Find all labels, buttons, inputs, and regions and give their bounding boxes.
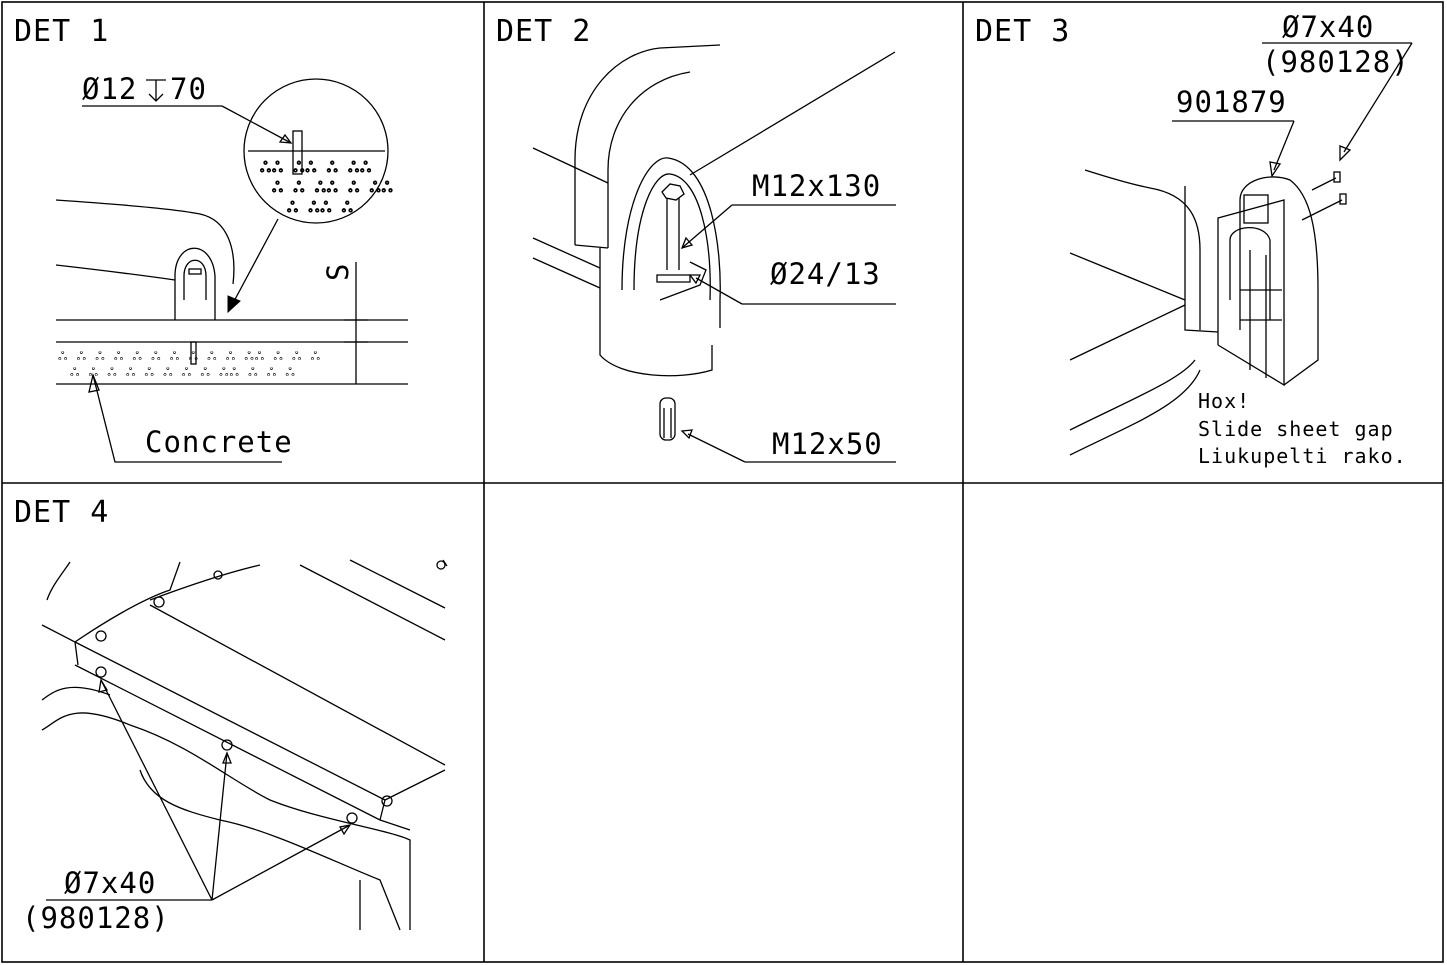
gap-note: Hox! Slide sheet gap Liukupelti rako. xyxy=(1198,389,1407,468)
screw-callout: Ø7x40 (980128) xyxy=(1262,10,1413,162)
slide-sheet xyxy=(41,559,448,931)
panel-title: DET 4 xyxy=(14,495,109,530)
concrete-magnifier: ஃஃ ஃஃ ஃ ஃஃ ஃ ஃ ஃஃ ஃ ஃஃ ஃ ஃஃ ஃ xyxy=(227,78,394,314)
screw-callout: Ø7x40 (980128) xyxy=(22,678,352,935)
svg-text:ஃ ஃ ஃஃ ஃ ஃஃ: ஃ ஃ ஃஃ ஃ ஃஃ xyxy=(272,180,394,196)
svg-text:ஃஃ ஃஃ ஃ ஃஃ: ஃஃ ஃஃ ஃ ஃஃ xyxy=(260,160,372,176)
bolt-label: M12x130 xyxy=(752,169,881,203)
note-liukupelti-rako: Liukupelti rako. xyxy=(1198,444,1407,468)
housing-part xyxy=(532,44,896,377)
bolt xyxy=(656,183,707,301)
part-number-label: 901879 xyxy=(1176,85,1287,119)
svg-text:ஃ ஃ ஃ ஃ ஃ ஃ ஃ ஃ ஃஃ ஃ ஃ: ஃ ஃ ஃ ஃ ஃ ஃ ஃ ஃ ஃஃ ஃ ஃ ஃ xyxy=(70,365,296,379)
drill-depth-label: 70 xyxy=(170,72,207,106)
slide-profile xyxy=(1069,169,1219,456)
note-hox: Hox! xyxy=(1198,389,1250,413)
drill-diameter-label: Ø12 xyxy=(82,72,137,106)
part-profile: ஃ ஃ ஃ ஃ ஃ ஃ ஃ ஃ ஃ ஃ ஃஃ ஃ ஃ ஃ ஃ ஃ ஃ ஃ ஃ ஃ… xyxy=(55,199,408,385)
panel-det2: DET 2 M12x130 xyxy=(496,14,896,463)
screw-code-label: (980128) xyxy=(22,901,170,935)
depth-icon xyxy=(146,79,166,102)
panel-det3: DET 3 Ø7x40 (980128) 901879 xyxy=(975,10,1413,468)
concrete-callout: Concrete xyxy=(88,372,293,463)
screw-label: Ø7x40 xyxy=(1282,10,1374,44)
panel-title: DET 2 xyxy=(496,14,591,49)
part-number-callout: 901879 xyxy=(1172,85,1295,178)
note-slide-sheet-gap: Slide sheet gap xyxy=(1198,417,1394,441)
svg-text:ஃ ஃ ஃ ஃ ஃ ஃ ஃ ஃ ஃ ஃ ஃஃ: ஃ ஃ ஃ ஃ ஃ ஃ ஃ ஃ ஃ ஃ ஃஃ ஃ ஃ ஃ xyxy=(58,349,321,363)
rivet-holes xyxy=(95,560,446,824)
panel-det4: DET 4 xyxy=(14,495,448,935)
concrete-label: Concrete xyxy=(145,425,293,459)
anchor-label: M12x50 xyxy=(772,427,883,461)
panel-det1: DET 1 Ø12 70 ஃஃ ஃஃ ஃ ஃஃ ஃ ஃ ஃஃ ஃ ஃஃ ஃ ஃஃ… xyxy=(14,14,408,463)
washer-callout: Ø24/13 xyxy=(688,257,896,305)
s-dimension: S xyxy=(321,262,368,384)
screws xyxy=(1301,171,1347,221)
svg-text:ஃ ஃஃ ஃ: ஃ ஃஃ ஃ xyxy=(287,200,354,216)
screw-code-label: (980128) xyxy=(1262,45,1410,79)
anchor-callout: M12x50 xyxy=(680,427,896,463)
anchor xyxy=(659,397,676,441)
washer-label: Ø24/13 xyxy=(770,257,881,291)
s-label: S xyxy=(321,263,355,281)
bolt-callout: M12x130 xyxy=(680,169,896,250)
aggregate-pattern: ஃஃ ஃஃ ஃ ஃஃ ஃ ஃ ஃஃ ஃ ஃஃ ஃ ஃஃ ஃ xyxy=(260,160,394,217)
panel-title: DET 1 xyxy=(14,14,109,49)
panel-title: DET 3 xyxy=(975,14,1070,49)
end-cap xyxy=(1217,176,1319,387)
drill-callout: Ø12 70 xyxy=(82,72,293,144)
screw-label: Ø7x40 xyxy=(64,866,156,900)
